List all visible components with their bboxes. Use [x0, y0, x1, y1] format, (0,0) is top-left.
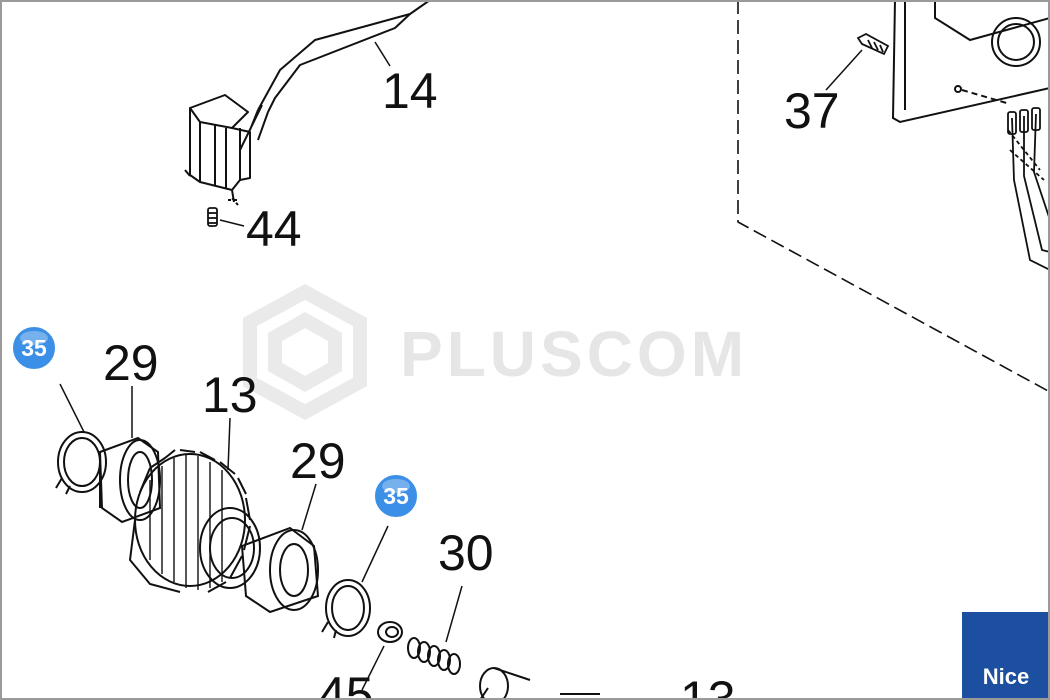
hotspot-35-right-label: 35: [383, 483, 409, 509]
housing-outline: [737, 0, 1050, 393]
screw-37: [856, 32, 890, 56]
brand-badge-text: Nice: [982, 664, 1030, 689]
leader-13: [227, 417, 231, 471]
retaining-ring-right: [321, 579, 371, 639]
part-label-29-right: 29: [290, 433, 346, 489]
shaft-13: [479, 667, 600, 700]
screw-44: [207, 207, 218, 227]
spring-30: [407, 637, 461, 675]
hotspot-35-left[interactable]: 35: [11, 325, 57, 371]
leader-37: [825, 49, 863, 91]
bearing-29-right: [240, 526, 320, 614]
watermark: PLUSCOM: [243, 284, 748, 420]
mounting-bracket: [891, 0, 1050, 124]
part-label-45: 45: [318, 667, 374, 700]
cable-connector-assembly: [184, 0, 431, 206]
leader-44: [219, 219, 245, 227]
part-label-29-left: 29: [103, 335, 159, 391]
leader-35-left: [59, 383, 85, 433]
wire-bundle: [1007, 107, 1050, 271]
leader-30: [445, 585, 463, 643]
watermark-hexagon-logo: [243, 284, 367, 420]
retaining-ring-left: [55, 431, 107, 495]
hotspot-35-left-label: 35: [21, 335, 47, 361]
part-label-44: 44: [246, 201, 302, 257]
hotspot-35-right[interactable]: 35: [373, 473, 419, 519]
part-label-13-lower: 13: [680, 671, 736, 700]
brand-badge[interactable]: Nice: [962, 612, 1050, 700]
ball-45: [377, 621, 403, 643]
part-label-37: 37: [784, 83, 840, 139]
gear-13: [128, 449, 261, 593]
part-label-13-upper: 13: [202, 367, 258, 423]
leader-45: [361, 645, 385, 691]
part-label-14: 14: [382, 63, 438, 119]
bearing-29-left: [98, 436, 162, 524]
part-label-30: 30: [438, 525, 494, 581]
leader-14: [374, 41, 391, 67]
leader-35-right: [361, 525, 389, 583]
leader-29-right: [301, 483, 317, 531]
watermark-text: PLUSCOM: [400, 318, 748, 390]
